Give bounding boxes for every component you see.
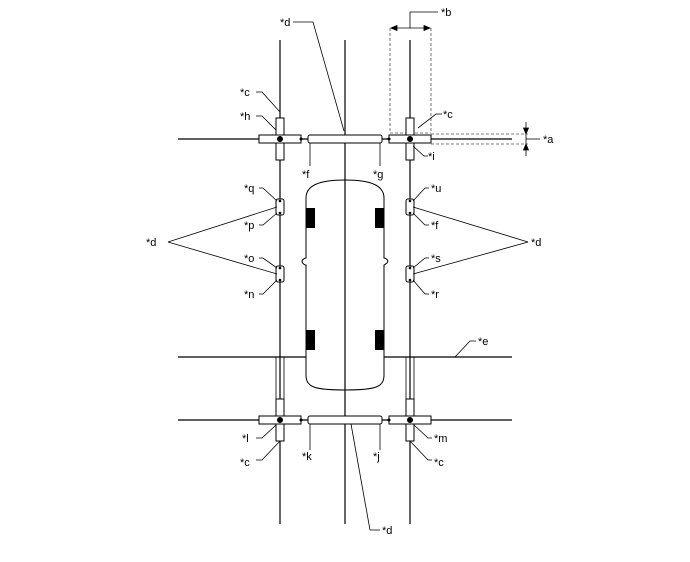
label-i: *i xyxy=(428,151,435,163)
label-c-top-right: *c xyxy=(443,109,453,121)
label-c-bottom-right: *c xyxy=(434,457,444,469)
label-d-top: *d xyxy=(280,17,290,29)
tire-rear-left xyxy=(306,330,315,350)
tire-front-right xyxy=(375,208,384,228)
stand-top-right xyxy=(388,117,432,161)
bar-bottom xyxy=(307,415,383,425)
label-d-right: *d xyxy=(531,237,541,249)
corner-stands xyxy=(258,117,432,442)
stand-bottom-right xyxy=(388,398,432,442)
dashed-reference-box xyxy=(389,28,528,145)
label-e: *e xyxy=(478,336,488,348)
stand-top-left xyxy=(258,117,302,161)
callout-labels: *b *d *c *h *c *a *i *f *g *q *u *p *f *… xyxy=(146,7,554,537)
bar-connector-dots xyxy=(299,137,391,422)
label-n: *n xyxy=(244,289,254,301)
label-u: *u xyxy=(431,183,441,195)
label-l: *l xyxy=(242,433,249,445)
label-j: *j xyxy=(373,451,380,463)
label-h: *h xyxy=(240,111,250,123)
clamp-dots xyxy=(278,199,412,282)
label-m: *m xyxy=(434,433,447,445)
label-q: *q xyxy=(244,183,254,195)
label-f-right: *f xyxy=(431,220,439,232)
label-r: *r xyxy=(431,289,439,301)
dimension-a xyxy=(522,122,540,156)
label-d-bottom: *d xyxy=(382,525,392,537)
side-clamps xyxy=(275,198,415,283)
tire-front-left xyxy=(306,208,315,228)
label-b: *b xyxy=(441,7,451,19)
label-o: *o xyxy=(244,253,254,265)
label-p: *p xyxy=(244,220,254,232)
label-k: *k xyxy=(302,451,312,463)
leader-lines xyxy=(167,21,529,531)
label-c-top-left: *c xyxy=(240,87,250,99)
label-s: *s xyxy=(431,253,441,265)
label-c-bottom-left: *c xyxy=(240,457,250,469)
bar-top xyxy=(307,134,383,144)
tires xyxy=(306,208,384,350)
label-f-top: *f xyxy=(302,169,310,181)
label-d-left: *d xyxy=(146,237,156,249)
horizontal-bars xyxy=(307,134,383,425)
tire-rear-right xyxy=(375,330,384,350)
label-g: *g xyxy=(373,169,383,181)
dimension-b xyxy=(389,11,438,32)
label-a: *a xyxy=(543,134,554,146)
